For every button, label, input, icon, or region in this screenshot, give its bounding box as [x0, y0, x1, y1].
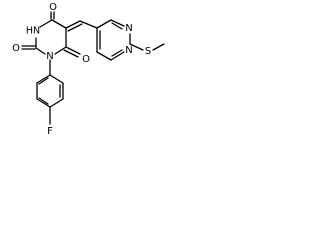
bond-co-br-a [65, 46, 81, 55]
molecule-diagram: O O O HN N N N S F [0, 0, 168, 145]
atom-o-bottom: O [82, 54, 90, 65]
pyr-b4 [110, 51, 125, 61]
bond-c1-c5 [51, 19, 67, 29]
bond-exo-b [67, 23, 83, 32]
atom-o-left: O [12, 43, 20, 54]
pyr-b2 [110, 19, 125, 27]
bond-methine-pyr [79, 20, 98, 29]
ph-b6 [36, 74, 51, 84]
ph-b1 [49, 74, 64, 84]
fluorophenyl-ring [36, 74, 64, 108]
pyr-b4-inner [111, 49, 123, 57]
bond-co-br-b [63, 49, 79, 58]
bond-c1-n3 [39, 19, 53, 28]
bond-n1-c2 [35, 47, 46, 55]
atom-o-top: O [49, 2, 57, 13]
ph-b4 [36, 98, 51, 108]
barbiturate-ring [21, 11, 83, 58]
pyr-b2-inner [111, 22, 123, 30]
bond-c4-n1 [54, 46, 67, 55]
atom-n-pyr-bottom: N [125, 45, 132, 56]
pyr-b5 [96, 51, 112, 61]
atom-n-ring: N [46, 51, 53, 62]
ph-b3 [49, 98, 64, 108]
atom-f: F [47, 126, 53, 137]
atom-n-pyr-top: N [125, 23, 132, 34]
atom-s: S [145, 46, 151, 57]
atom-nh: HN [26, 26, 40, 37]
pyr-b1 [96, 19, 112, 29]
bond-c-s [129, 43, 144, 51]
pyrimidine-ring [96, 19, 131, 61]
bond-s-me [152, 43, 165, 51]
structure-drawing: O O O HN N N N S F [12, 2, 165, 137]
ph-b4-inner [38, 97, 49, 105]
ph-b6-inner [38, 77, 49, 85]
bond-exo-a [65, 20, 81, 29]
